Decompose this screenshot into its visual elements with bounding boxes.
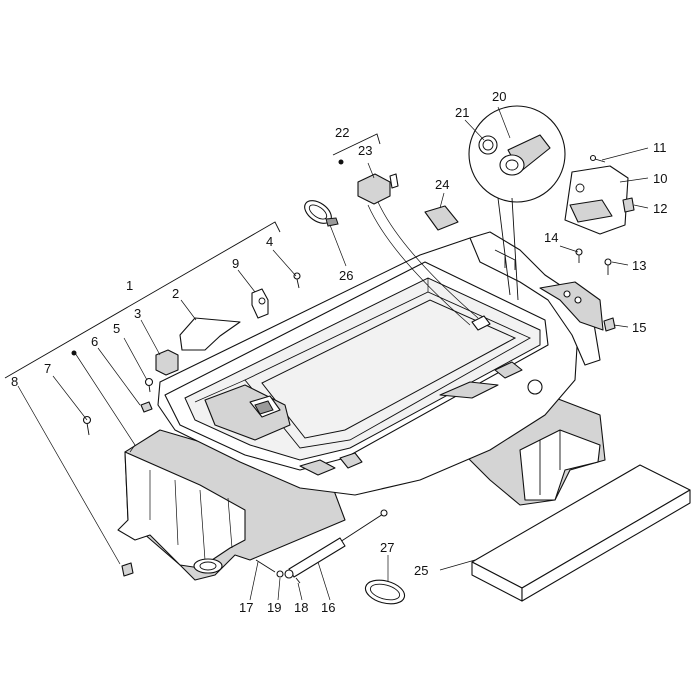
- callout-6: 6: [91, 334, 98, 349]
- part-19-clip: [276, 570, 284, 578]
- callout-25: 25: [414, 563, 428, 578]
- callout-16: 16: [321, 600, 335, 615]
- detail-leader: [497, 197, 519, 301]
- part-26-hose-clamp: [304, 200, 339, 227]
- callout-2: 2: [172, 286, 179, 301]
- callout-5: 5: [113, 321, 120, 336]
- callout-24: 24: [435, 177, 449, 192]
- part-15-nut: [603, 317, 616, 332]
- callout-14: 14: [544, 230, 558, 245]
- callout-9: 9: [232, 256, 239, 271]
- part-3-pad: [155, 349, 179, 376]
- part-16-gas-strut: [284, 509, 388, 579]
- callout-26: 26: [339, 268, 353, 283]
- callout-4: 4: [266, 234, 273, 249]
- part-27-hose-clamp: [364, 579, 406, 605]
- part-24-flap: [424, 205, 459, 231]
- part-11-screw: [589, 154, 606, 163]
- callout-22: 22: [335, 125, 349, 140]
- cable-line: [367, 201, 479, 326]
- part-10-bracket: [564, 165, 629, 235]
- callout-18: 18: [294, 600, 308, 615]
- callout-7: 7: [44, 361, 51, 376]
- callout-23: 23: [358, 143, 372, 158]
- callout-3: 3: [134, 306, 141, 321]
- bullet-23: [338, 159, 344, 165]
- part-5-screw: [144, 377, 154, 393]
- socket-detail: [468, 105, 566, 203]
- group-bracket-1: [4, 221, 281, 379]
- callout-10: 10: [653, 171, 667, 186]
- callout-11: 11: [653, 140, 667, 155]
- part-12-nut: [622, 197, 635, 213]
- callout-12: 12: [653, 201, 667, 216]
- callout-20: 20: [492, 89, 506, 104]
- callout-21: 21: [455, 105, 469, 120]
- part-6-nut: [140, 401, 153, 413]
- part-17-pin: [255, 559, 276, 573]
- callout-15: 15: [632, 320, 646, 335]
- part-9-clamp: [251, 288, 269, 319]
- leader-lines: [17, 106, 649, 601]
- callout-17: 17: [239, 600, 253, 615]
- part-8-nut: [121, 562, 134, 577]
- bullet-7: [71, 350, 77, 356]
- part-25-mat: [471, 464, 691, 602]
- part-7-screw: [82, 415, 92, 436]
- group-bracket-22: [332, 133, 381, 156]
- part-13-screw: [604, 258, 612, 275]
- helmet-compartment: [117, 231, 606, 581]
- callout-19: 19: [267, 600, 281, 615]
- callout-1: 1: [126, 278, 133, 293]
- part-14-screw: [575, 248, 583, 263]
- part-2-bracket: [179, 317, 241, 351]
- callout-27: 27: [380, 540, 394, 555]
- part-4-screw: [293, 272, 301, 289]
- callout-8: 8: [11, 374, 18, 389]
- callout-13: 13: [632, 258, 646, 273]
- callout-numbers: 1 2 3 4 5 6 7 8 9 10 11 12 13 14 15 16 1…: [11, 89, 667, 615]
- part-18-pin: [295, 577, 301, 584]
- part-23-connector: [357, 173, 399, 205]
